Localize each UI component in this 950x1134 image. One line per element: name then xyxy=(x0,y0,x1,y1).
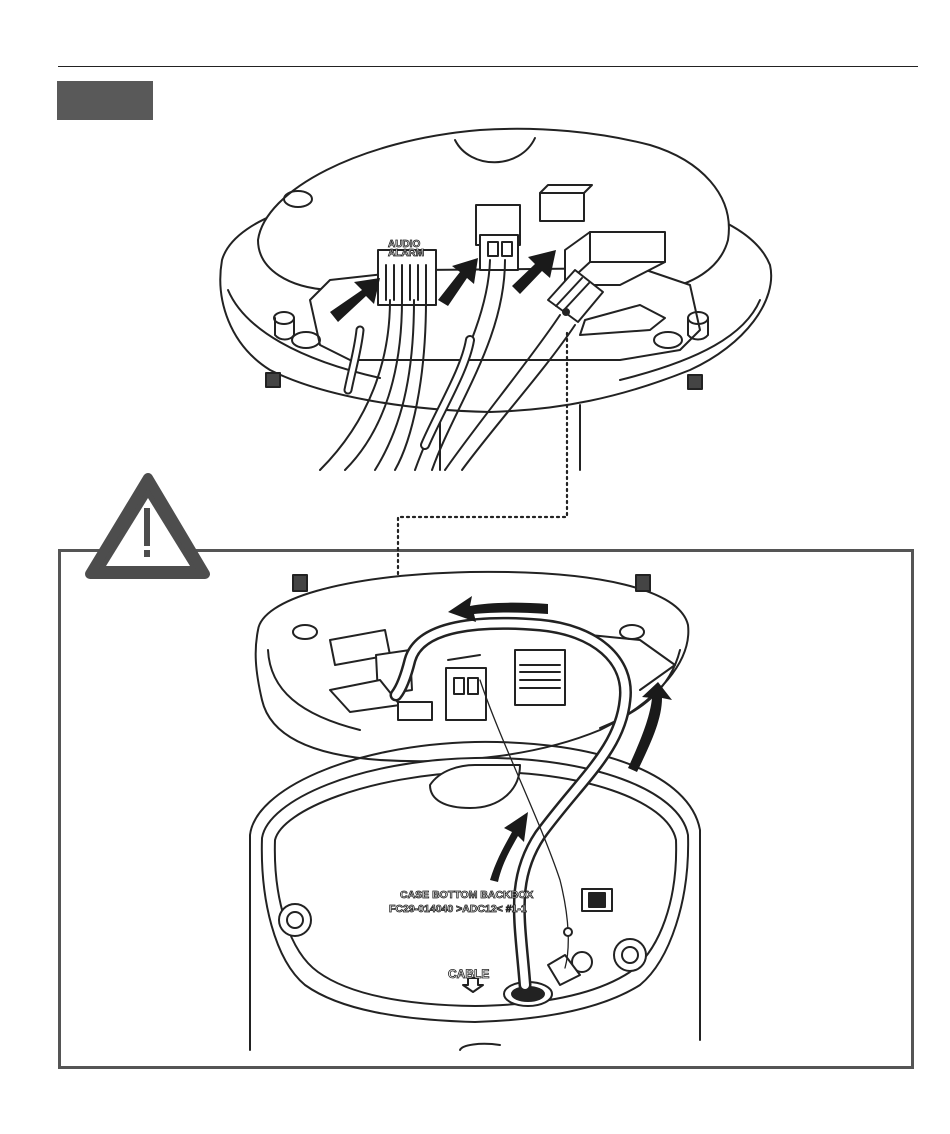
caution-triangle-icon xyxy=(90,478,205,574)
connector-label-alarm: ALARM xyxy=(388,248,424,259)
camera-base-upper xyxy=(220,129,771,470)
case-text-line1: CASE BOTTOM BACKBOX xyxy=(400,889,533,901)
case-text-line2: FC29-014040 >ADC12< #1-1 xyxy=(389,903,527,915)
cable-label: CABLE xyxy=(448,967,489,981)
